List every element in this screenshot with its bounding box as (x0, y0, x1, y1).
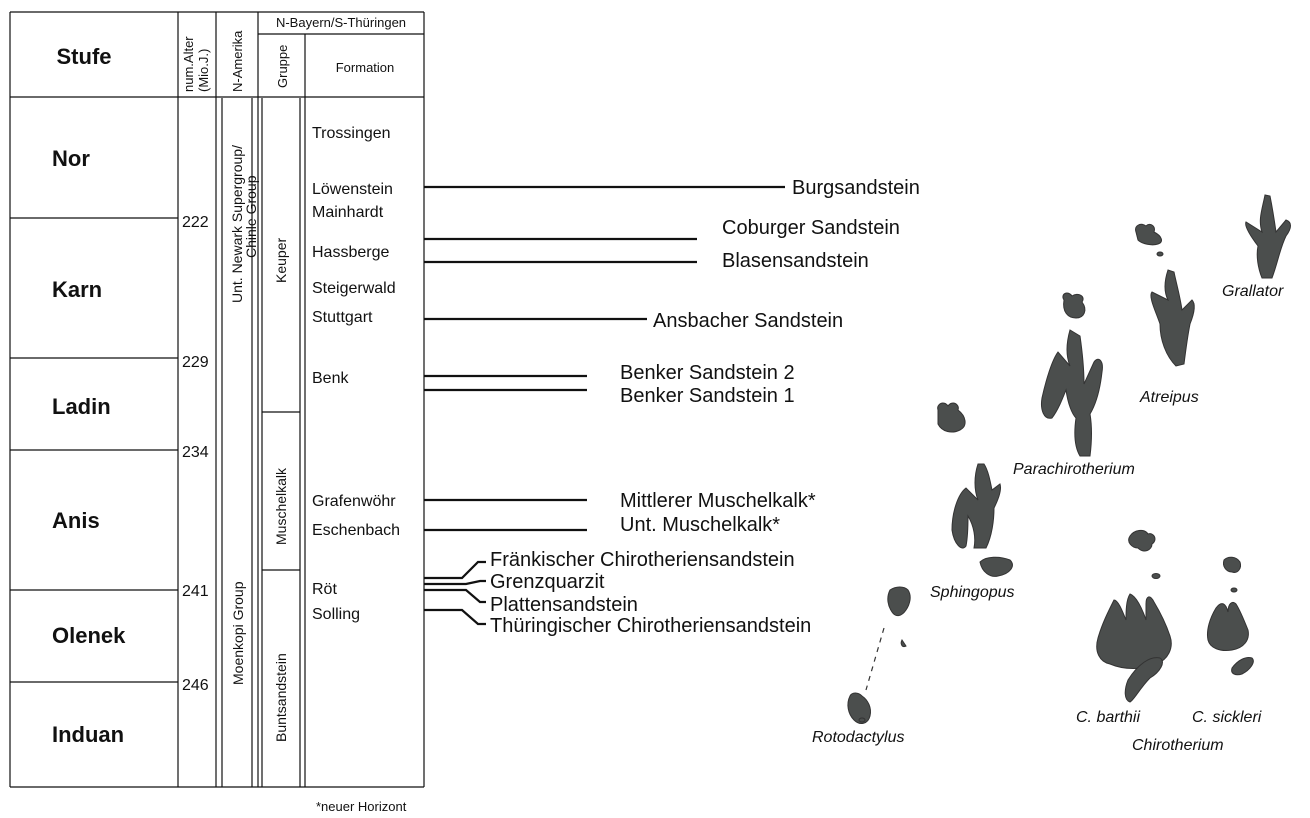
label-chirotherium: Chirotherium (1132, 737, 1224, 754)
formation-loewenstein: Löwenstein (312, 181, 393, 198)
formation-solling: Solling (312, 606, 360, 623)
label-sphingopus: Sphingopus (930, 584, 1015, 601)
formation-benk: Benk (312, 370, 349, 387)
formation-roet: Röt (312, 581, 337, 598)
horizon-coburger: Coburger Sandstein (722, 217, 900, 239)
parachirotherium-footprint (1041, 293, 1102, 456)
rotodactylus-footprint (848, 587, 910, 723)
header-n-amerika: N-Amerika (230, 30, 245, 92)
horizon-fraenkischer: Fränkischer Chirotheriensandstein (490, 549, 795, 571)
stage-olenek: Olenek (52, 623, 126, 648)
formation-hassberge: Hassberge (312, 244, 389, 261)
horizon-unt-muschelkalk: Unt. Muschelkalk* (620, 514, 780, 536)
label-rotodactylus: Rotodactylus (812, 729, 905, 746)
formation-steigerwald: Steigerwald (312, 280, 396, 297)
age-234: 234 (182, 444, 209, 461)
label-atreipus: Atreipus (1139, 389, 1199, 406)
header-num-alter: num.Alter (181, 36, 196, 92)
age-229: 229 (182, 354, 209, 371)
horizon-grenzquarzit: Grenzquarzit (490, 571, 605, 593)
group-keuper: Keuper (273, 238, 289, 283)
chirotherium-sickleri-footprint (1207, 557, 1253, 675)
formation-trossingen: Trossingen (312, 125, 391, 142)
sphingopus-manus-print (938, 403, 965, 432)
age-246: 246 (182, 677, 209, 694)
label-parachirotherium: Parachirotherium (1013, 461, 1135, 478)
stage-induan: Induan (52, 722, 124, 747)
horizon-benker-1: Benker Sandstein 1 (620, 385, 795, 407)
formation-stuttgart: Stuttgart (312, 309, 373, 326)
stage-karn: Karn (52, 277, 102, 302)
header-formation: Formation (336, 60, 395, 75)
group-muschelkalk: Muschelkalk (273, 467, 289, 545)
horizon-mittlerer-muschelkalk: Mittlerer Muschelkalk* (620, 490, 816, 512)
header-region: N-Bayern/S-Thüringen (276, 15, 406, 30)
footnote: *neuer Horizont (316, 799, 407, 814)
label-grallator: Grallator (1222, 283, 1284, 300)
stage-ladin: Ladin (52, 394, 111, 419)
header-gruppe: Gruppe (275, 45, 290, 88)
sphingopus-footprint (952, 464, 1012, 576)
group-buntsandstein: Buntsandstein (273, 653, 289, 742)
horizon-ansbacher: Ansbacher Sandstein (653, 310, 843, 332)
grallator-footprint (1246, 195, 1291, 278)
horizon-plattensandstein: Plattensandstein (490, 594, 638, 616)
label-c-sickleri: C. sickleri (1192, 709, 1262, 726)
horizon-thueringischer: Thüringischer Chirotheriensandstein (490, 615, 811, 637)
formation-grafenwoehr: Grafenwöhr (312, 493, 396, 510)
header-mio-j: (Mio.J.) (196, 49, 211, 92)
na-moenkopi: Moenkopi Group (230, 581, 246, 685)
atreipus-footprint (1136, 224, 1195, 366)
formation-eschenbach: Eschenbach (312, 522, 400, 539)
label-c-barthii: C. barthii (1076, 709, 1140, 726)
horizon-benker-2: Benker Sandstein 2 (620, 362, 795, 384)
na-chinle: Chinle Group (243, 175, 259, 258)
header-stufe: Stufe (57, 44, 112, 69)
age-241: 241 (182, 583, 209, 600)
horizon-blasensandstein: Blasensandstein (722, 250, 869, 272)
formation-mainhardt: Mainhardt (312, 204, 384, 221)
horizon-burgsandstein: Burgsandstein (792, 177, 920, 199)
chirotherium-barthii-footprint (1097, 530, 1171, 702)
age-222: 222 (182, 214, 209, 231)
stage-anis: Anis (52, 508, 100, 533)
stage-nor: Nor (52, 146, 90, 171)
